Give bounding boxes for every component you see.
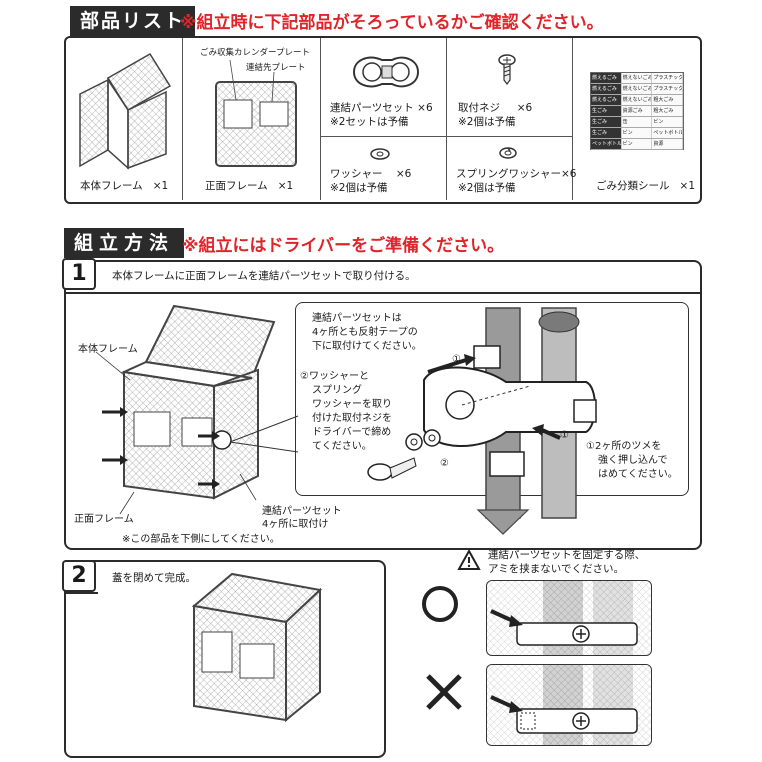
seal-cell: ビン (652, 117, 684, 127)
step-2-box (64, 560, 386, 758)
seal-cell: ビン (622, 128, 653, 138)
marker-2: ② (440, 458, 449, 469)
step-1-instruction: 本体フレームに正面フレームを連結パーツセットで取り付ける。 (112, 270, 416, 282)
screw-icon (498, 54, 516, 85)
seal-row: 生ごみビンペットボトル (591, 128, 684, 139)
seal-cell: プラスチック (653, 73, 684, 83)
parts-item-screw: 取付ネジ ×6 (458, 102, 533, 114)
seal-cell: 燃えないごみ (622, 84, 653, 94)
label-connector-set-4places: 4ヶ所に取付け (262, 519, 329, 530)
seal-cell: 生ごみ (591, 106, 622, 116)
detail-note-1: 連結パーツセットは 4ヶ所とも反射テープの 下に取付けてください。 (312, 313, 422, 352)
seal-cell: 燃えないごみ (622, 73, 653, 83)
seal-cell: 燃えるごみ (591, 73, 622, 83)
spring-washer-icon (499, 147, 517, 159)
seal-row: ペットボトルビン資源 (591, 139, 684, 150)
label-body-frame: 本体フレーム (78, 344, 138, 355)
seal-row: 燃えるごみ燃えないごみプラスチック (591, 84, 684, 95)
parts-item-washer: ワッシャー ×6 (330, 168, 412, 180)
label-this-part-bottom: ※この部品を下側にしてください。 (122, 534, 280, 545)
callout-calendar-plate: ごみ収集カレンダープレート (200, 48, 310, 58)
parts-item-spring-washer-spare: ※2個は予備 (458, 182, 516, 194)
assembly-note: ※組立にはドライバーをご準備ください。 (182, 236, 505, 256)
parts-list-title: 部品リスト (70, 6, 196, 36)
seal-cell: 資源 (652, 139, 684, 149)
ok-circle-icon (422, 586, 458, 622)
seal-cell: 生ごみ (591, 128, 622, 138)
step-1-assembly-illustration (95, 304, 276, 515)
body-frame-illustration (79, 52, 172, 170)
seal-row: 燃えるごみ燃えないごみプラスチック (591, 73, 684, 84)
parts-list-box (64, 36, 702, 204)
detail-note-3: ①2ヶ所のツメを 強く押し込んで はめてください。 (586, 441, 678, 480)
caution-text: 連結パーツセットを固定する際、 アミを挟まないでください。 (488, 549, 646, 575)
ng-example-panel (486, 664, 652, 746)
seal-cell: 粗大ごみ (652, 95, 684, 105)
warning-icon (457, 548, 481, 570)
seal-cell: ペットボトル (591, 139, 622, 149)
parts-item-washer-spare: ※2個は予備 (330, 182, 388, 194)
step-1-detail-illustration (229, 307, 597, 535)
washer-icon (370, 148, 390, 160)
parts-item-connector-set: 連結パーツセット ×6 (330, 102, 433, 114)
seal-cell: ビン (622, 139, 653, 149)
ng-cross-icon (426, 674, 462, 710)
parts-item-body-frame: 本体フレーム ×1 (80, 180, 169, 192)
label-connector-set: 連結パーツセット (262, 506, 342, 517)
seal-row: 生ごみ資源ごみ粗大ごみ (591, 106, 684, 117)
step-1-box (64, 260, 702, 550)
parts-item-front-frame: 正面フレーム ×1 (205, 180, 294, 192)
seal-cell: 缶 (622, 117, 653, 127)
parts-item-sorting-seal: ごみ分類シール ×1 (596, 180, 695, 192)
parts-item-spring-washer: スプリングワッシャー×6 (456, 168, 577, 180)
seal-cell: プラスチック (653, 84, 684, 94)
assembly-title: 組立方法 (64, 228, 185, 258)
front-frame-illustration (215, 59, 297, 167)
seal-cell: 生ごみ (591, 117, 622, 127)
detail-note-2: ②ワッシャーと スプリング ワッシャーを取り 付けた取付ネジを ドライバーで締め… (300, 371, 392, 452)
step-2-number: 2 (62, 560, 96, 592)
step-2-instruction: 蓋を閉めて完成。 (112, 572, 196, 584)
seal-cell: 資源ごみ (622, 106, 653, 116)
sorting-seal-sheet: 燃えるごみ燃えないごみプラスチック燃えるごみ燃えないごみプラスチック燃えるごみ燃… (590, 72, 684, 150)
parts-item-screw-spare: ※2個は予備 (458, 116, 516, 128)
marker-1b: ① (560, 430, 569, 441)
parts-item-connector-spare: ※2セットは予備 (330, 116, 409, 128)
callout-connector-plate: 連結先プレート (246, 63, 306, 73)
seal-row: 燃えるごみ燃えないごみ粗大ごみ (591, 95, 684, 106)
marker-1a: ① (452, 354, 461, 365)
connector-set-icon (352, 56, 420, 88)
seal-cell: 粗大ごみ (652, 106, 684, 116)
seal-cell: ペットボトル (653, 128, 684, 138)
label-front-frame: 正面フレーム (74, 514, 134, 525)
parts-list-note: ※組立時に下記部品がそろっているかご確認ください。 (180, 13, 604, 33)
seal-cell: 燃えるごみ (591, 84, 622, 94)
seal-row: 生ごみ缶ビン (591, 117, 684, 128)
seal-cell: 燃えるごみ (591, 95, 622, 105)
step-2-finished-illustration (191, 572, 323, 723)
seal-cell: 燃えないごみ (622, 95, 653, 105)
ok-example-panel (486, 580, 652, 656)
step-1-number: 1 (62, 258, 96, 290)
